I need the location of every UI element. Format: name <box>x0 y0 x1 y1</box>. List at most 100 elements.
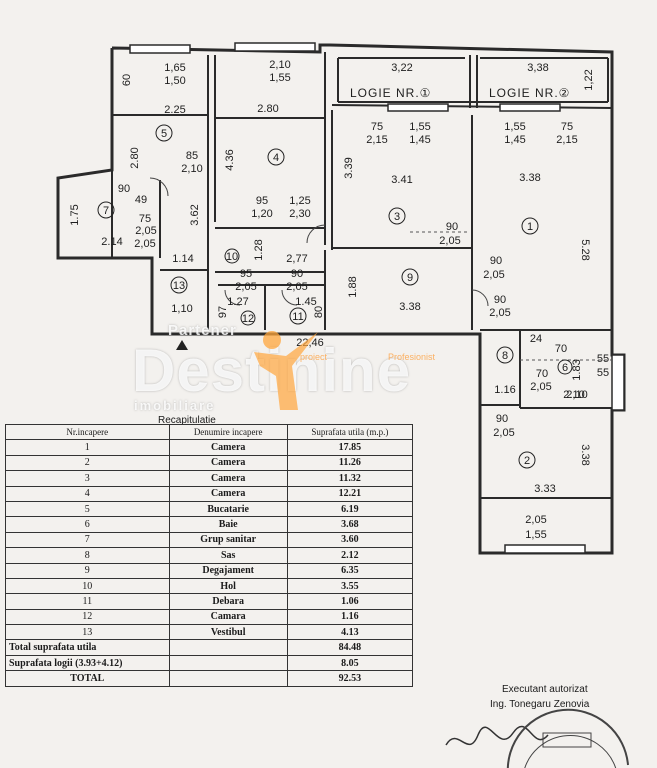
watermark-partner: Partener <box>168 322 237 339</box>
watermark-tag: Profesionist <box>388 352 436 362</box>
table-cell: Suprafata logii (3.93+4.12) <box>5 654 170 672</box>
signature-stamp-icon <box>445 708 629 768</box>
room-dim: 1.75 <box>69 204 81 225</box>
table-cell: 17.85 <box>286 439 414 456</box>
table-cell: Baie <box>168 516 288 533</box>
dim-label: 2,05 <box>135 225 156 237</box>
floor-plan: LOGIE NR.① LOGIE NR.② 1 2 3 4 5 6 7 8 9 … <box>56 42 626 555</box>
room-number: 12 <box>242 313 254 325</box>
room-number: 9 <box>407 272 413 284</box>
table-cell: 4.13 <box>286 624 414 641</box>
table-cell <box>168 670 288 687</box>
dim-label: 24 <box>530 333 542 345</box>
dim-label: 2,77 <box>286 253 307 265</box>
dim-label: 80 <box>313 306 325 318</box>
watermark-figure-icon <box>254 331 318 410</box>
table-cell: Nr.incapere <box>5 423 170 441</box>
table-cell: 4 <box>5 485 170 502</box>
room-dim: 3.38 <box>399 301 420 313</box>
table-cell: 11.32 <box>286 470 414 487</box>
table-cell: Suprafata utila (m.p.) <box>286 423 414 441</box>
dim-label: 2,05 <box>493 427 514 439</box>
room-dim: 1.88 <box>347 276 359 297</box>
table-row: Suprafata logii (3.93+4.12)8.05 <box>5 654 414 672</box>
watermark-tag: proiect <box>300 352 328 362</box>
table-cell: 8 <box>5 547 170 564</box>
table-cell: Total suprafata utila <box>5 639 170 656</box>
table-cell: 5 <box>5 500 170 518</box>
dim-label: 2,30 <box>289 208 310 220</box>
dim-label: 1,22 <box>583 69 595 90</box>
table-cell: 2 <box>5 454 170 472</box>
dim-label: 1,45 <box>409 134 430 146</box>
dim-label: 1,25 <box>289 195 310 207</box>
dim-label: 49 <box>135 194 147 206</box>
dim-label: 70 <box>555 343 567 355</box>
dim-label: 2,10 <box>269 59 290 71</box>
dim-label: 1,45 <box>504 134 525 146</box>
room-dim: 1.16 <box>494 384 515 396</box>
dim-label: 1,55 <box>504 121 525 133</box>
dim-label: 2,05 <box>489 307 510 319</box>
table-cell: Camera <box>168 439 288 456</box>
dim-label: 95 <box>240 268 252 280</box>
table-cell: 12 <box>5 608 170 626</box>
room-dim: 1.27 <box>227 296 248 308</box>
room-dim: 3.39 <box>343 157 355 178</box>
dim-label: 2,10 <box>181 163 202 175</box>
table-cell: 3.68 <box>286 516 414 533</box>
room-dim: 3.62 <box>189 204 201 225</box>
dim-label: 90 <box>490 255 502 267</box>
table-cell: 3 <box>5 470 170 487</box>
dim-label: 85 <box>186 150 198 162</box>
room-dim: 2.25 <box>164 104 185 116</box>
room-dim: 3.33 <box>534 483 555 495</box>
room-number: 8 <box>502 350 508 362</box>
dim-label: 2,10 <box>566 389 587 401</box>
dim-label: 1,55 <box>409 121 430 133</box>
room-dim: 4.36 <box>224 149 236 170</box>
table-cell: 6 <box>5 516 170 533</box>
table-cell: Debara <box>168 593 288 610</box>
dim-label: 90 <box>494 294 506 306</box>
table-cell: Hol <box>168 577 288 595</box>
table-cell: Camara <box>168 608 288 626</box>
dim-label: 55 <box>597 353 609 365</box>
table-cell: Degajament <box>168 562 288 579</box>
dim-label: 2,05 <box>134 238 155 250</box>
table-cell: 12.21 <box>286 485 414 502</box>
room-dim: 2.14 <box>101 236 122 248</box>
room-dim: 1.14 <box>172 253 193 265</box>
table-cell: Bucatarie <box>168 500 288 518</box>
room-number: 1 <box>527 221 533 233</box>
room-dim: 2.80 <box>257 103 278 115</box>
table-cell: 10 <box>5 577 170 595</box>
dim-label: 2,05 <box>439 235 460 247</box>
dim-label: 2,05 <box>286 281 307 293</box>
table-cell: Vestibul <box>168 624 288 641</box>
dim-label: 2,05 <box>483 269 504 281</box>
dim-label: 1,50 <box>164 75 185 87</box>
table-cell: Sas <box>168 547 288 564</box>
room-number: 10 <box>226 251 238 263</box>
dim-label: 2,05 <box>235 281 256 293</box>
dim-label: 3,22 <box>391 62 412 74</box>
room-dim: 1.28 <box>253 239 265 260</box>
room-number: 3 <box>394 211 400 223</box>
entrance-arrow-icon <box>176 340 188 350</box>
table-cell: 9 <box>5 562 170 579</box>
room-number: 5 <box>161 128 167 140</box>
signature-name: Ing. Tonegaru Zenovia <box>490 699 590 710</box>
